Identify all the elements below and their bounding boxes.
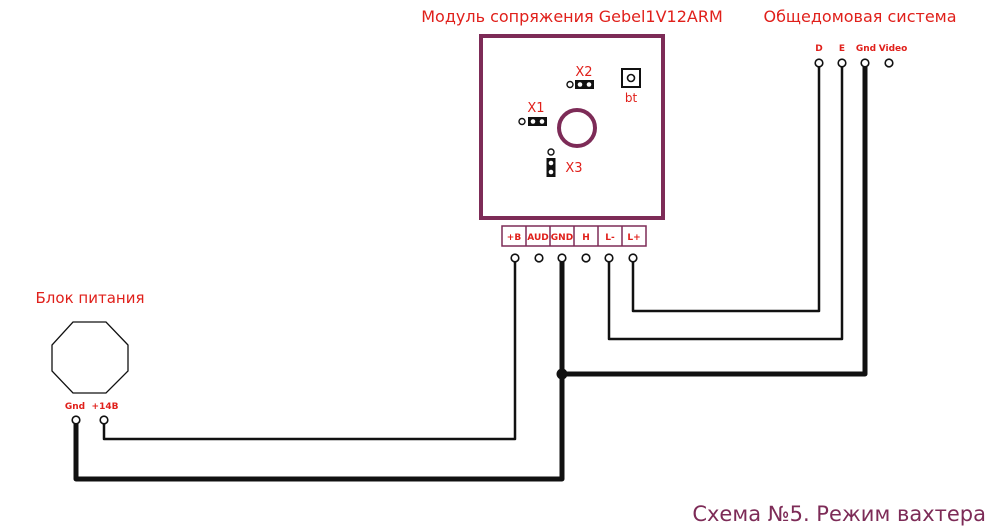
pin-intercom-e[interactable] (837, 58, 847, 68)
module-round-component (557, 108, 597, 148)
jumper-x3-label: X3 (565, 161, 582, 176)
wire-plus14-to-plusv (102, 260, 517, 441)
wire-lminus-to-e (607, 65, 844, 341)
wire-gnd-to-intercom (559, 64, 868, 377)
power-pins (71, 415, 109, 425)
terminal-label-plus-v: +В (507, 233, 522, 243)
jumper-x1[interactable] (518, 117, 547, 126)
terminal-label-h: H (582, 233, 590, 243)
terminal-label-l-plus: L+ (627, 233, 640, 243)
pin-plus-v[interactable] (510, 253, 520, 263)
jumper-x2[interactable] (566, 80, 594, 89)
intercom-label-d: D (815, 44, 822, 54)
module-terminal-strip (501, 225, 647, 247)
pin-power-14v[interactable] (99, 415, 109, 425)
pin-l-minus[interactable] (604, 253, 614, 263)
pin-l-plus[interactable] (628, 253, 638, 263)
module-board (479, 34, 665, 220)
pin-h[interactable] (581, 253, 591, 263)
jumper-x2-label: X2 (575, 65, 592, 80)
power-label-gnd: Gnd (65, 402, 85, 412)
intercom-label-e: E (839, 44, 845, 54)
power-label-14v: +14В (92, 402, 119, 412)
pin-aud[interactable] (534, 253, 544, 263)
terminal-label-l-minus: L- (605, 233, 615, 243)
intercom-label-video: Video (879, 44, 908, 54)
module-pins (510, 253, 638, 263)
pin-intercom-d[interactable] (814, 58, 824, 68)
terminal-label-gnd: GND (551, 233, 573, 243)
power-supply-unit (51, 321, 129, 394)
intercom-label-gnd: Gnd (856, 44, 876, 54)
pin-gnd[interactable] (557, 253, 567, 263)
pin-intercom-video[interactable] (884, 58, 894, 68)
module-button-label: bt (625, 91, 638, 105)
jumper-x3[interactable] (546, 148, 556, 177)
module-title: Модуль сопряжения Gebel1V12ARM (421, 7, 723, 26)
wire-lplus-to-d (631, 65, 821, 313)
gnd-junction (556, 368, 568, 380)
diagram-caption: Схема №5. Режим вахтера (692, 502, 986, 526)
pin-intercom-gnd[interactable] (860, 58, 870, 68)
terminal-label-aud: AUD (527, 233, 548, 243)
power-supply-title: Блок питания (36, 289, 145, 307)
intercom-pins (814, 58, 894, 68)
intercom-title: Общедомовая система (763, 7, 956, 26)
wire-gnd-common (73, 259, 565, 482)
module-button[interactable] (621, 68, 641, 88)
jumper-x1-label: X1 (527, 101, 544, 116)
pin-power-gnd[interactable] (71, 415, 81, 425)
